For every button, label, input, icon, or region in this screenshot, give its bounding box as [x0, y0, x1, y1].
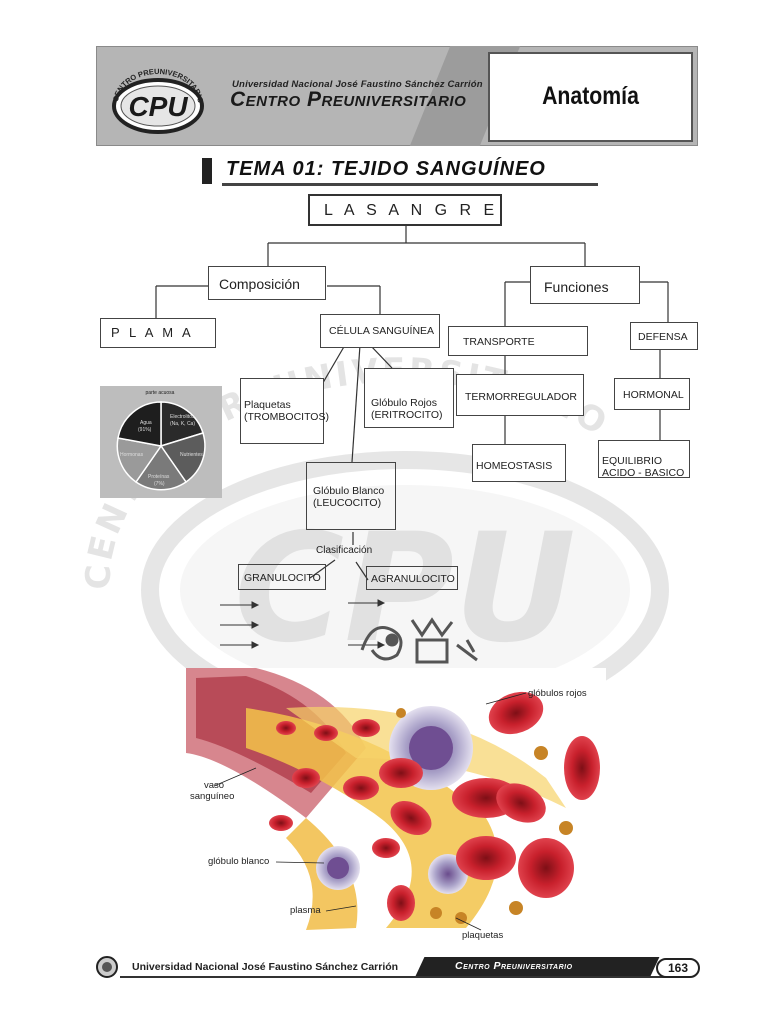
- plasma-pie-chart: parte acuosa Agua (91%) Electrolitos (Na…: [100, 386, 222, 498]
- equilibrio-label-2: ACIDO - BASICO: [602, 467, 685, 480]
- topic-title: TEMA 01: TEJIDO SANGUÍNEO: [226, 158, 546, 180]
- root-box: L A S A N G R E: [308, 194, 502, 226]
- header-center: Centro Preuniversitario: [230, 88, 467, 111]
- pie-slice-electrolitos: [160, 401, 204, 448]
- label-vaso-2: sanguíneo: [190, 791, 235, 802]
- footer-rule: [120, 976, 690, 978]
- label-plasma: plasma: [290, 905, 321, 916]
- transporte-label: TRANSPORTE: [463, 336, 535, 348]
- subject-box: [488, 52, 693, 142]
- topic-underline: [222, 183, 598, 186]
- celula-label: CÉLULA SANGUÍNEA: [329, 325, 435, 337]
- blanco-label-2: (LEUCOCITO): [313, 497, 382, 510]
- blanco-label-1: Glóbulo Blanco: [313, 485, 385, 497]
- termo-box: TERMORREGULADOR: [456, 374, 584, 416]
- pie-title: parte acuosa: [146, 390, 175, 396]
- pie-slice-agua: [117, 401, 162, 447]
- rojos-label-1: Glóbulo Rojos: [371, 397, 437, 409]
- blood-illustration: [186, 668, 606, 944]
- pie-label-agua: Agua: [140, 420, 152, 426]
- transporte-box: TRANSPORTE: [448, 326, 588, 356]
- agranulocito-label: AGRANULOCITO: [371, 573, 455, 585]
- hormonal-box: HORMONAL: [614, 378, 690, 410]
- equilibrio-label-1: EQUILIBRIO: [602, 455, 663, 467]
- pie-sub-agua: (91%): [138, 427, 152, 433]
- header-university: Universidad Nacional José Faustino Sánch…: [232, 79, 483, 90]
- homeo-box: HOMEOSTASIS: [472, 444, 566, 482]
- defensa-label: DEFENSA: [638, 331, 688, 343]
- clasificacion-label: Clasificación: [316, 545, 373, 556]
- pie-label-proteinas: Proteínas: [148, 474, 170, 480]
- label-plaquetas: plaquetas: [462, 930, 504, 941]
- footer-university: Universidad Nacional José Faustino Sánch…: [132, 961, 399, 973]
- rojos-label-2: (ERITROCITO): [371, 409, 443, 422]
- celula-box: CÉLULA SANGUÍNEA: [320, 314, 440, 348]
- pie-slice-hormonas: [116, 437, 163, 484]
- pie-label-hormonas: Hormonas: [120, 452, 144, 458]
- logo-cpu-text: CPU: [128, 91, 188, 122]
- root-label: L A S A N G R E: [324, 202, 499, 219]
- cpu-logo: CENTRO PREUNIVERSITARIO CPU: [111, 67, 205, 134]
- page-number: 163: [656, 958, 700, 978]
- termo-label: TERMORREGULADOR: [465, 391, 578, 403]
- pie-sub-electrolitos: (Na, K, Ca): [170, 421, 195, 427]
- subject-title: Anatomía: [542, 82, 639, 110]
- plasma-box: P L A M A: [100, 318, 216, 348]
- funciones-box: Funciones: [530, 266, 640, 304]
- plaquetas-box: Plaquetas (TROMBOCITOS): [240, 378, 329, 444]
- topic-marker: [202, 158, 212, 184]
- granulocito-box: GRANULOCITO: [238, 564, 326, 590]
- footer-center: Centro Preuniversitario: [455, 960, 573, 972]
- funciones-label: Funciones: [544, 279, 609, 295]
- pie-slice-nutrientes: [159, 432, 206, 484]
- emblem-icon: [360, 617, 478, 664]
- plaquetas-label-1: Plaquetas: [244, 399, 291, 411]
- equilibrio-box: EQUILIBRIO ACIDO - BASICO: [598, 440, 690, 480]
- label-globulos-rojos: glóbulos rojos: [528, 688, 587, 699]
- blanco-box: Glóbulo Blanco (LEUCOCITO): [306, 462, 396, 530]
- plasma-label: P L A M A: [111, 325, 194, 340]
- granulocito-label: GRANULOCITO: [244, 572, 321, 584]
- pie-slice-proteinas: [134, 444, 188, 491]
- homeo-label: HOMEOSTASIS: [476, 460, 553, 472]
- label-globulo-blanco: glóbulo blanco: [208, 856, 270, 867]
- plaquetas-label-2: (TROMBOCITOS): [244, 411, 329, 424]
- defensa-box: DEFENSA: [630, 322, 698, 350]
- pie-label-nutrientes: Nutrientes: [180, 452, 203, 458]
- agranulocito-box: AGRANULOCITO: [366, 566, 458, 590]
- hormonal-label: HORMONAL: [623, 389, 684, 401]
- footer-logo: [96, 956, 118, 978]
- pie-sub-proteinas: (7%): [154, 481, 165, 487]
- composicion-label: Composición: [219, 276, 300, 292]
- label-vaso-1: vaso: [204, 780, 225, 791]
- composicion-box: Composición: [208, 266, 326, 300]
- rojos-box: Glóbulo Rojos (ERITROCITO): [364, 368, 454, 428]
- pie-label-electrolitos: Electrolitos: [170, 414, 195, 420]
